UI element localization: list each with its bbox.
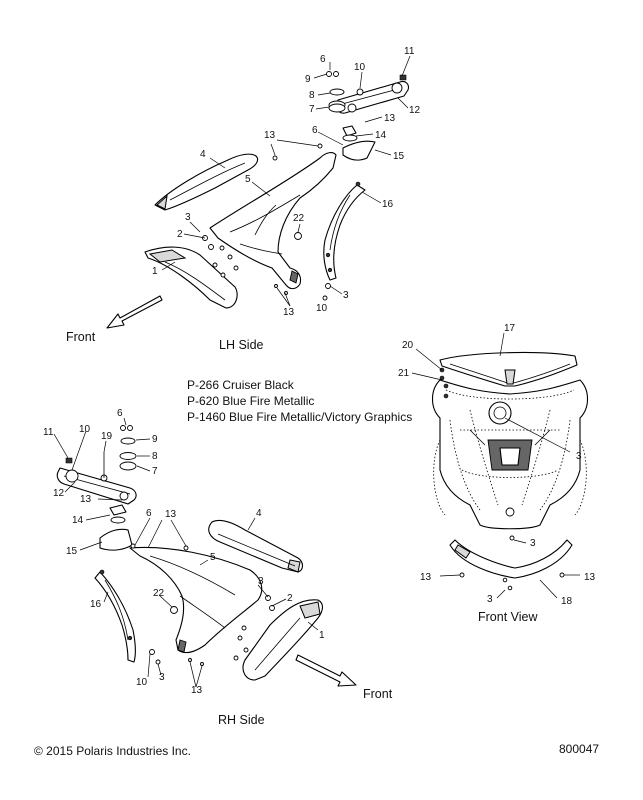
rh-callout-3: 3: [159, 672, 165, 683]
rh-part-4-upper-trim: [208, 519, 304, 573]
lh-hardware-stack: [326, 71, 346, 113]
rh-callout-1: 1: [319, 630, 325, 641]
lh-front-arrow: [106, 295, 163, 329]
rh-callout-16: 16: [90, 599, 102, 610]
rh-fasteners: [130, 543, 275, 666]
lh-side-assembly: 4 5 3 2 1 13 13 22 3 10 16 6 9 8 7 10 11…: [66, 46, 421, 352]
rh-callout-11: 11: [43, 427, 54, 438]
lh-callout-6: 6: [312, 125, 318, 136]
front-callout-3: 3: [487, 594, 493, 605]
rh-callout-8: 8: [152, 451, 158, 462]
lh-callout-13: 13: [264, 130, 276, 141]
lh-part-15-cap: [342, 140, 376, 161]
lh-callout-2: 2: [177, 229, 183, 240]
lh-callout-12: 12: [409, 105, 421, 116]
lh-part-5-side-panel: [209, 152, 337, 290]
lh-callout-11: 11: [404, 46, 415, 57]
front-view-assembly: 17 20 21 3 3 13 13 3 18 Front View: [398, 323, 596, 624]
lh-callout-10: 10: [316, 303, 328, 314]
front-callout-3: 3: [576, 451, 582, 462]
rh-part-1-lower-trim: [242, 599, 324, 681]
rh-part-5-side-panel: [129, 546, 263, 654]
rh-callout-13: 13: [165, 509, 177, 520]
lh-callout-16: 16: [382, 199, 394, 210]
rh-callout-12: 12: [53, 488, 65, 499]
lh-part-12-bracket: [335, 74, 409, 114]
rh-callout-10: 10: [136, 677, 148, 688]
lh-callout-3: 3: [185, 212, 191, 223]
lh-leaders: [161, 55, 411, 307]
paint-legend: P-266 Cruiser Black P-620 Blue Fire Meta…: [187, 378, 412, 424]
front-callout-18: 18: [561, 596, 573, 607]
paint-code-1: P-266 Cruiser Black: [187, 378, 295, 392]
rh-callout-9: 9: [152, 434, 158, 445]
front-leaders: [411, 332, 580, 599]
rh-callout-22: 22: [153, 588, 165, 599]
lh-callout-6: 6: [320, 54, 326, 65]
lh-part-16-side-rail: [323, 181, 366, 281]
lh-part-1-lower-trim: [144, 246, 238, 309]
rh-callout-5: 5: [210, 552, 216, 563]
front-callout-3: 3: [530, 538, 536, 549]
rh-side-caption: RH Side: [218, 713, 265, 727]
rh-front-arrow: [295, 654, 357, 687]
lh-callout-5: 5: [245, 174, 251, 185]
front-callout-13: 13: [584, 572, 596, 583]
lh-side-caption: LH Side: [219, 338, 264, 352]
rh-callout-10: 10: [79, 424, 91, 435]
front-instrument-cluster: [469, 401, 551, 517]
rh-callout-2: 2: [287, 593, 293, 604]
paint-code-2: P-620 Blue Fire Metallic: [187, 394, 314, 408]
front-callout-17: 17: [504, 323, 516, 334]
lh-callout-9: 9: [305, 74, 311, 85]
rh-side-assembly: 11 10 19 6 9 8 7 12 13 14 15 6 13 4 5 3 …: [43, 408, 393, 727]
drawing-number: 800047: [559, 742, 599, 756]
front-callout-13: 13: [420, 572, 432, 583]
front-part-17-fairing: [439, 351, 578, 387]
lh-callout-1: 1: [152, 266, 158, 277]
front-callout-20: 20: [402, 340, 414, 351]
rh-callout-13: 13: [80, 494, 92, 505]
rh-callout-7: 7: [152, 466, 158, 477]
lh-callout-14: 14: [375, 130, 387, 141]
rh-leaders: [53, 417, 319, 688]
lh-callout-3: 3: [343, 290, 349, 301]
front-part-18-lower-strip: [449, 539, 573, 579]
lh-part-14-grommet: [342, 125, 358, 142]
front-callout-21: 21: [398, 368, 410, 379]
lh-callout-22: 22: [293, 213, 305, 224]
rh-part-12-bracket: [56, 452, 137, 505]
rh-callout-3: 3: [258, 576, 264, 587]
footer: © 2015 Polaris Industries Inc. 800047: [34, 742, 599, 758]
front-view-caption: Front View: [478, 610, 538, 624]
rh-callout-19: 19: [101, 431, 113, 442]
rh-callout-13: 13: [191, 685, 203, 696]
lh-fasteners: [202, 143, 331, 301]
rh-part-14-grommet: [109, 504, 127, 524]
rh-part-16-side-rail: [94, 569, 136, 663]
paint-code-3: P-1460 Blue Fire Metallic/Victory Graphi…: [187, 410, 412, 424]
rh-front-label: Front: [363, 687, 393, 701]
lh-callout-8: 8: [309, 90, 315, 101]
lh-callout-13: 13: [384, 113, 396, 124]
lh-front-label: Front: [66, 330, 96, 344]
rh-callout-14: 14: [72, 515, 84, 526]
copyright-notice: © 2015 Polaris Industries Inc.: [34, 744, 191, 758]
rh-part-15-cap: [99, 528, 133, 551]
rh-hardware-stack: [119, 425, 137, 471]
lh-part-4-upper-trim: [154, 153, 259, 211]
rh-callout-4: 4: [256, 508, 262, 519]
rh-callout-15: 15: [66, 546, 78, 557]
lh-callout-7: 7: [309, 104, 315, 115]
rh-callout-6: 6: [117, 408, 123, 419]
rh-callout-6: 6: [146, 508, 152, 519]
lh-callout-10: 10: [354, 62, 366, 73]
lh-callout-13: 13: [283, 307, 295, 318]
lh-callout-15: 15: [393, 151, 405, 162]
lh-callout-4: 4: [200, 149, 206, 160]
